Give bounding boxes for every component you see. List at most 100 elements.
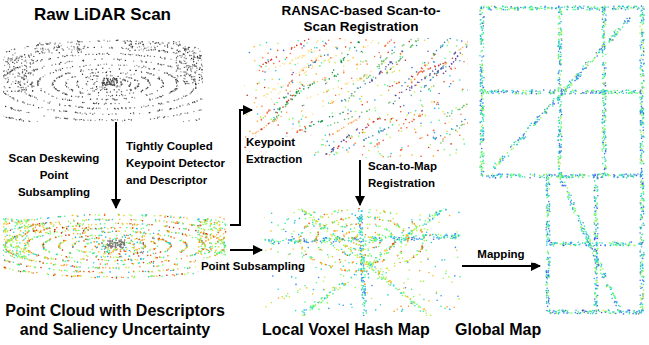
lidar-point (87, 90, 88, 91)
lidar-point (66, 55, 67, 56)
lidar-point (128, 77, 129, 78)
lidar-point (74, 243, 76, 245)
lidar-point (47, 49, 48, 50)
lidar-point (149, 82, 150, 83)
lidar-point (21, 56, 22, 57)
lidar-point (46, 241, 48, 243)
lidar-point (26, 66, 27, 67)
lidar-point (8, 72, 9, 73)
lidar-point (75, 112, 76, 113)
lidar-point (92, 249, 94, 251)
lidar-point (56, 231, 58, 233)
lidar-point (67, 41, 68, 42)
lidar-point (72, 89, 73, 90)
lidar-point (14, 48, 15, 49)
lidar-point (151, 73, 152, 74)
lidar-point (132, 227, 134, 229)
lidar-point (157, 46, 158, 47)
lidar-point (37, 69, 38, 70)
lidar-point (151, 49, 152, 50)
lidar-point (190, 254, 192, 256)
lidar-point (59, 243, 61, 245)
lidar-point (102, 84, 103, 85)
lidar-point (52, 85, 53, 86)
lidar-point (182, 240, 184, 242)
lidar-point (127, 81, 128, 82)
lidar-point (169, 243, 171, 245)
lidar-point (31, 83, 32, 84)
lidar-point (197, 57, 198, 58)
lidar-point (193, 59, 194, 60)
raw-scan-cloud (3, 39, 203, 122)
lidar-point (124, 80, 125, 81)
lidar-point (90, 88, 91, 89)
lidar-point (156, 42, 157, 43)
lidar-point (97, 64, 98, 65)
lidar-point (149, 94, 150, 95)
lidar-point (64, 56, 65, 57)
lidar-point (101, 259, 103, 261)
lidar-point (92, 54, 93, 55)
lidar-point (65, 73, 66, 74)
lidar-point (140, 232, 142, 234)
lidar-point (127, 242, 129, 244)
lidar-point (129, 44, 130, 45)
lidar-point (50, 58, 51, 59)
lidar-point (108, 95, 109, 96)
lidar-point (28, 120, 29, 121)
lidar-point (111, 81, 112, 82)
lidar-point (21, 62, 22, 63)
lidar-point (7, 82, 8, 83)
lidar-point (107, 80, 108, 81)
lidar-point (77, 48, 78, 49)
lidar-point (187, 104, 188, 105)
lidar-point (37, 44, 38, 45)
lidar-point (160, 257, 162, 259)
lidar-point (129, 50, 130, 51)
lidar-point (104, 103, 105, 104)
lidar-point (61, 75, 62, 76)
lidar-point (117, 85, 118, 86)
lidar-point (82, 60, 83, 61)
lidar-point (176, 99, 177, 100)
lidar-point (98, 238, 100, 240)
lidar-point (104, 253, 106, 255)
lidar-point (89, 235, 91, 237)
lidar-point (176, 50, 177, 51)
lidar-point (114, 103, 115, 104)
lidar-point (33, 75, 34, 76)
lidar-point (72, 77, 73, 78)
lidar-point (177, 49, 178, 50)
lidar-point (160, 104, 161, 105)
lidar-point (149, 73, 150, 74)
lidar-point (194, 65, 195, 66)
lidar-point (69, 105, 70, 106)
lidar-point (75, 106, 76, 107)
lidar-point (118, 89, 119, 90)
lidar-point (172, 91, 173, 92)
lidar-point (122, 120, 123, 121)
lidar-point (154, 47, 155, 48)
lidar-point (122, 108, 123, 109)
lidar-point (77, 112, 78, 113)
lidar-point (56, 70, 57, 71)
lidar-point (137, 80, 138, 81)
lidar-point (167, 46, 168, 47)
lidar-point (182, 104, 183, 105)
lidar-point (160, 251, 162, 253)
lidar-point (87, 94, 88, 95)
lidar-point (78, 250, 80, 252)
lidar-point (7, 90, 8, 91)
lidar-point (138, 239, 140, 241)
lidar-point (12, 69, 13, 70)
lidar-point (75, 112, 76, 113)
lidar-point (81, 119, 82, 120)
lidar-point (106, 92, 107, 93)
lidar-point (24, 245, 26, 247)
lidar-point (131, 235, 133, 237)
lidar-point (18, 67, 19, 68)
lidar-point (122, 53, 123, 54)
lidar-point (9, 64, 10, 65)
lidar-point (47, 43, 48, 44)
lidar-point (116, 99, 117, 100)
